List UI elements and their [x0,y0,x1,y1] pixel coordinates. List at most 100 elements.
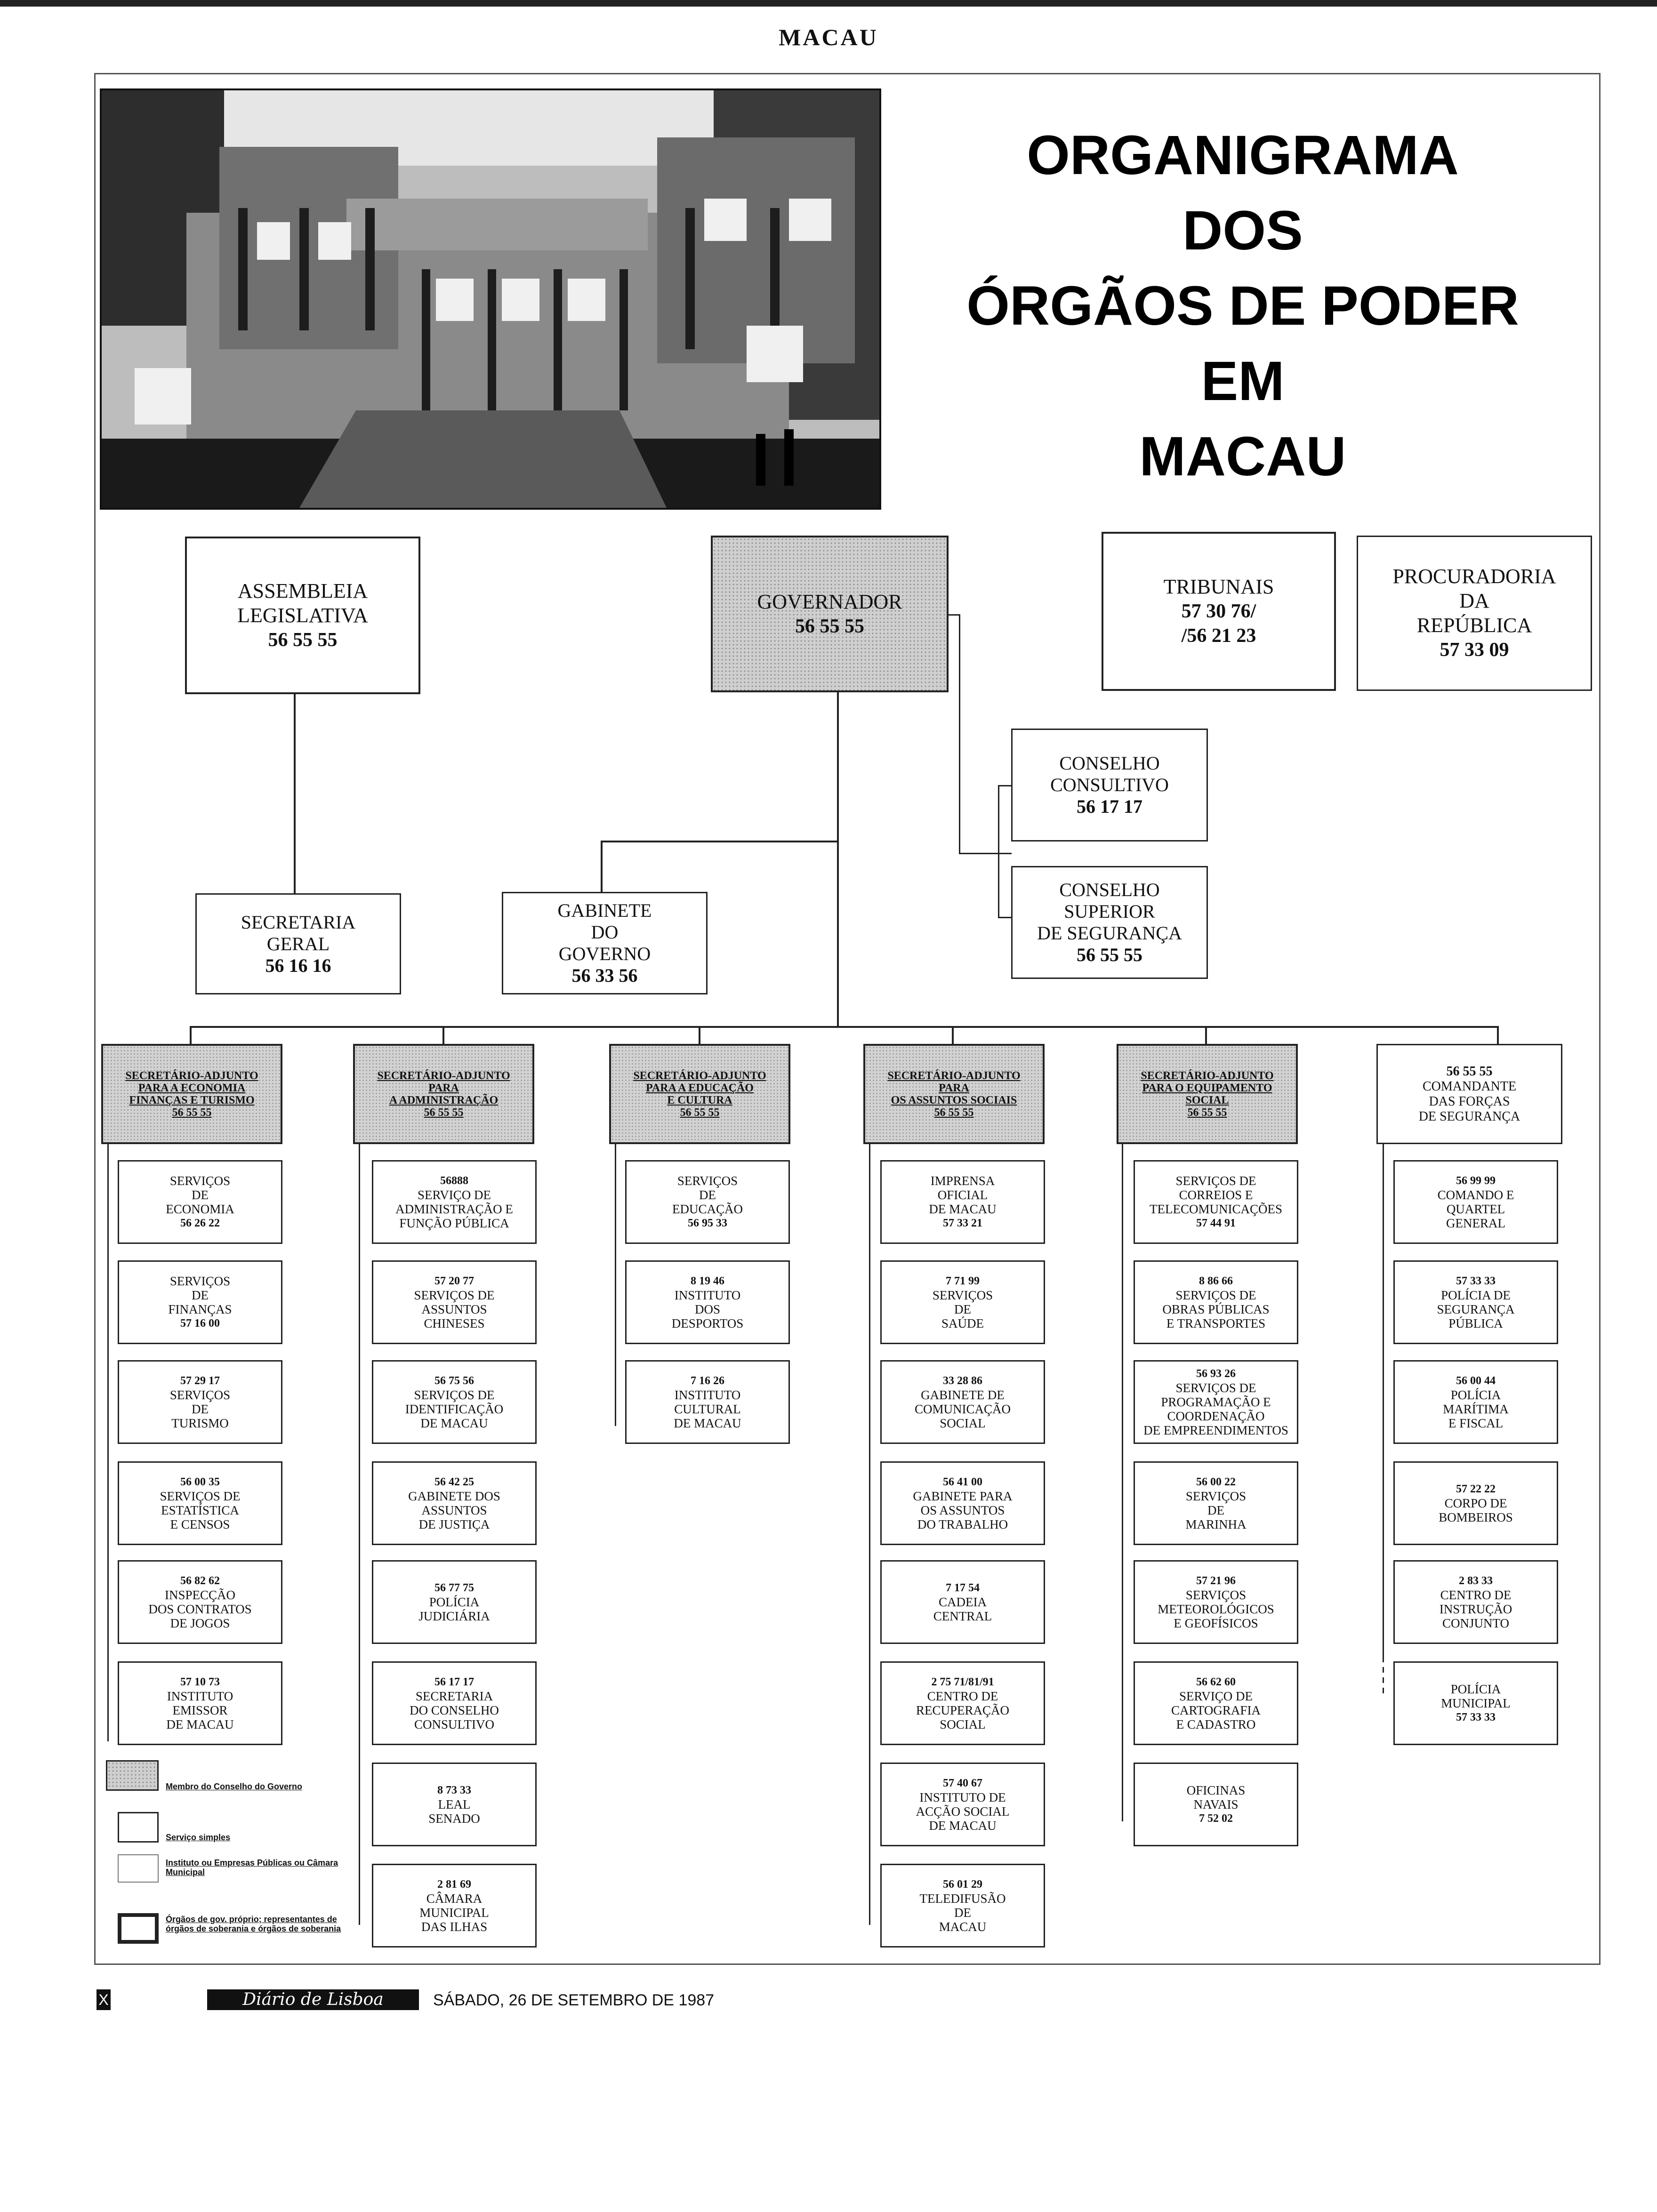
box-label: E GEOFÍSICOS [1174,1616,1258,1630]
box-label: ESTATÍSTICA [161,1503,239,1517]
box-label: CONSELHO [1059,753,1160,774]
connector-line [869,1144,870,1925]
phone-number: 56 55 55 [1077,944,1142,965]
publication-date: SÁBADO, 26 DE SETEMBRO DE 1987 [433,1991,715,2009]
phone-number: 57 22 22 [1456,1483,1496,1495]
box-label: CORREIOS E [1179,1188,1253,1202]
box-label: INSTRUÇÃO [1439,1602,1512,1616]
box-label: SERVIÇOS [932,1288,993,1302]
connector-line [1205,1026,1207,1045]
comandante-forcas-box: 56 55 55 COMANDANTE DAS FORÇAS DE SEGURA… [1376,1044,1562,1144]
box-label: PARA A EDUCAÇÃO [646,1082,754,1094]
box-label: DE [192,1288,209,1302]
box-label: DE JOGOS [170,1616,230,1630]
connector-line [601,841,839,842]
phone-number: 56 17 17 [1077,796,1142,817]
phone-number: 56 55 55 [172,1106,212,1119]
box-label: ACÇÃO SOCIAL [916,1804,1010,1819]
box-label: LEGISLATIVA [237,603,368,627]
box-label: DE [954,1302,971,1316]
phone-number: 56 16 16 [265,954,331,976]
connector-line [359,1144,360,1925]
box-label: TURISMO [171,1416,229,1430]
connector-line [1497,1026,1499,1045]
connector-line [699,1026,700,1045]
box-label: SAÚDE [941,1316,984,1330]
phone-number: 56 41 00 [943,1476,982,1488]
box-label: JUDICIÁRIA [418,1609,490,1623]
connector-line [998,785,1012,786]
phone-number: 57 33 33 [1456,1711,1496,1723]
box-label: CENTRO DE [1440,1588,1512,1602]
box-label: COMANDANTE [1422,1079,1517,1094]
phone-number: 56 77 75 [434,1582,474,1594]
phone-number: 57 33 21 [943,1217,982,1229]
box-label: POLÍCIA DE [1441,1288,1511,1302]
phone-number: 8 86 66 [1199,1275,1233,1287]
phone-number: 33 28 86 [943,1375,982,1387]
secretario-administracao-box: SECRETÁRIO-ADJUNTO PARA A ADMINISTRAÇÃO … [353,1044,534,1144]
connector-line [1383,1144,1384,1657]
connector-line [615,1144,616,1426]
box-label: PARA A ECONOMIA [138,1082,246,1094]
phone-number: 56 82 62 [180,1575,220,1587]
box-label: SECRETÁRIO-ADJUNTO [1141,1069,1274,1082]
box-label: DE EMPREENDIMENTOS [1143,1423,1288,1437]
phone-number: 57 40 67 [943,1777,982,1789]
box-label: CONSELHO [1059,879,1160,900]
secretario-equipamento-box: SECRETÁRIO-ADJUNTO PARA O EQUIPAMENTO SO… [1117,1044,1298,1144]
page-marker: X [97,1989,111,2010]
box-label: PARA [939,1082,969,1094]
box-label: SERVIÇOS [1185,1588,1247,1602]
connector-line [959,614,960,854]
phone-number: 57 16 00 [180,1317,220,1330]
box-label: SOCIAL [940,1416,986,1430]
phone-number: 56 55 55 [1446,1064,1493,1079]
box-label: DOS [694,1302,720,1316]
conselho-superior-seguranca-box: CONSELHO SUPERIOR DE SEGURANÇA 56 55 55 [1011,866,1208,979]
phone-number: 56 55 55 [680,1106,720,1119]
phone-number: 56 33 56 [571,965,638,986]
phone-number: 56 00 44 [1456,1375,1496,1387]
box-label: INSTITUTO [167,1689,233,1703]
phone-number: 2 81 69 [437,1878,471,1891]
box-label: SECRETÁRIO-ADJUNTO [125,1069,258,1082]
top-rule [0,0,1657,7]
box-label: DE [192,1402,209,1416]
box-label: CENTRAL [933,1609,992,1623]
box-label: DE MACAU [929,1202,997,1216]
connector-line [998,785,999,918]
secretario-economia-box: SECRETÁRIO-ADJUNTO PARA A ECONOMIA FINAN… [101,1044,282,1144]
box-label: FINANÇAS [168,1302,232,1316]
secretario-assuntos-sociais-box: SECRETÁRIO-ADJUNTO PARA OS ASSUNTOS SOCI… [863,1044,1045,1144]
connector-line [190,1026,1499,1028]
connector-line [1122,1144,1123,1821]
box-label: A ADMINISTRAÇÃO [389,1094,499,1106]
box-label: DE [1207,1503,1224,1517]
connector-line [190,1026,192,1045]
box-label: SERVIÇOS [1185,1489,1247,1503]
box-label: COMANDO E [1437,1188,1514,1202]
box-label: SECRETÁRIO-ADJUNTO [887,1069,1021,1082]
box-label: DE [699,1188,716,1202]
legend-swatch-orgaos [118,1913,159,1944]
box-label: INSTITUTO [674,1388,741,1402]
box-label: MUNICIPAL [419,1906,489,1920]
box-label: SERVIÇOS [169,1388,231,1402]
box-label: SERVIÇOS DE [1175,1381,1256,1395]
secretario-educacao-box: SECRETÁRIO-ADJUNTO PARA A EDUCAÇÃO E CUL… [609,1044,790,1144]
